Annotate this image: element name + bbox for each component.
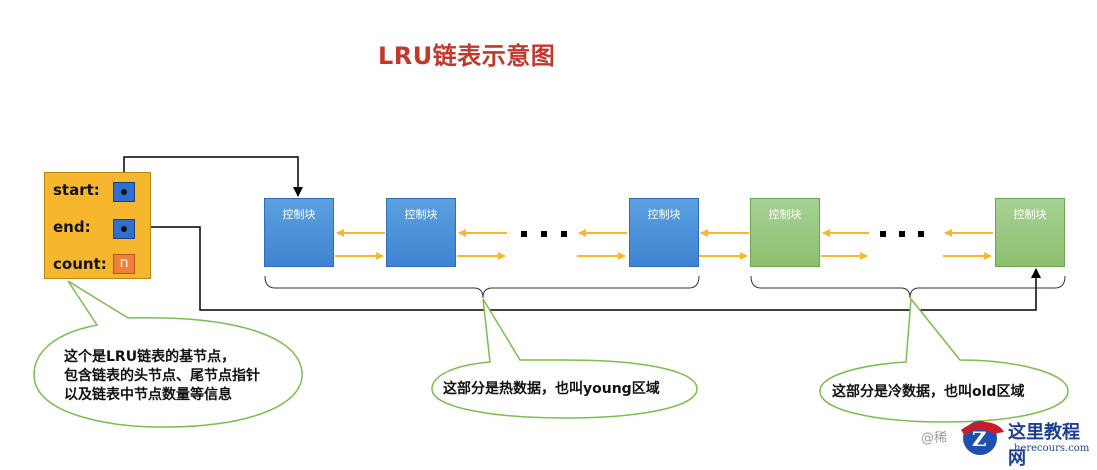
count-label: count: [53,255,107,273]
hot-node-2: 控制块 [386,198,456,267]
link-arrows [335,229,993,260]
cold-callout-bubble [819,297,1069,423]
start-label: start: [53,181,100,199]
diagram-title: LRU链表示意图 [378,42,556,70]
base-callout-line-1: 这个是LRU链表的基节点， [64,349,236,365]
diagram-canvas: Z [33,156,1069,455]
base-callout-line-3: 以及链表中节点数量等信息 [64,387,232,403]
base-callout-line-2: 包含链表的头节点、尾节点指针 [64,368,260,384]
base-callout-bubble [33,280,303,428]
cold-callout-text: 这部分是冷数据，也叫old区域 [832,384,1025,400]
base-callout-text: 这个是LRU链表的基节点， 包含链表的头节点、尾节点指针 以及链表中节点数量等信… [64,348,260,405]
hot-brace [264,275,700,299]
svg-text:Z: Z [972,427,987,451]
hot-node-1: 控制块 [264,198,334,267]
end-pointer-box [113,219,135,239]
watermark-text: @稀 [921,431,948,446]
lru-base-node: start: end: count: n [44,172,151,279]
lru-diagram: Z LRU链表示意图 start: end: count: n 控制块 控制块 … [33,42,1090,469]
end-label: end: [53,218,91,236]
hot-callout-bubble [431,298,698,419]
hot-node-3: 控制块 [629,198,699,267]
count-value-box: n [113,254,135,274]
site-url: herecours.com [1014,443,1090,454]
ellipsis-hot [521,231,567,237]
ellipsis-cold [880,231,924,237]
start-pointer-box [113,182,135,202]
cold-brace [750,275,1066,299]
cold-node-2: 控制块 [995,198,1065,267]
site-logo-icon: Z [961,421,1004,455]
hot-callout-text: 这部分是热数据，也叫young区域 [443,381,660,397]
end-pointer-line [124,226,1041,311]
cold-node-1: 控制块 [750,198,820,267]
